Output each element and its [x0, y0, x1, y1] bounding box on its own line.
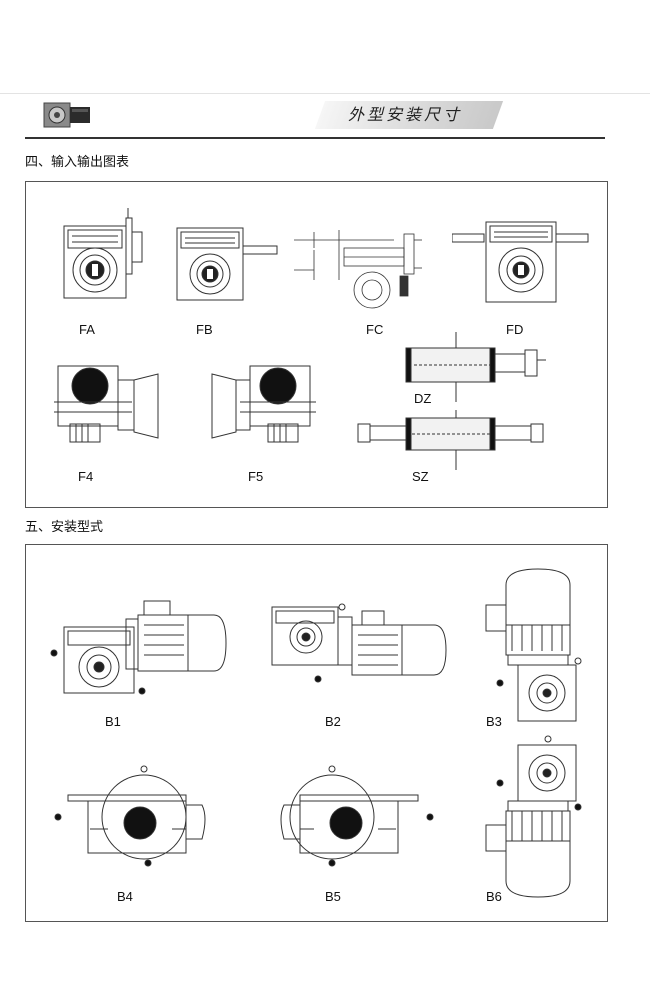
page-title: 外型安装尺寸 [348, 105, 463, 124]
section-heading-mounting: 五、安装型式 [25, 520, 104, 535]
label-b1: B1 [105, 714, 121, 729]
label-fc: FC [366, 322, 384, 337]
label-b5: B5 [325, 889, 341, 904]
label-dz: DZ [414, 391, 432, 406]
diagram-b1 [44, 597, 244, 697]
label-b3: B3 [486, 714, 502, 729]
diagram-b2 [262, 601, 462, 691]
label-f5: F5 [248, 469, 264, 484]
diagram-fd [452, 218, 592, 308]
diagram-fb [173, 224, 283, 304]
diagram-f4 [52, 362, 167, 452]
diagram-dz [404, 332, 554, 402]
label-b2: B2 [325, 714, 341, 729]
diagram-b3 [478, 565, 588, 725]
io-chart-panel: FA FB FC [25, 181, 608, 508]
label-fd: FD [506, 322, 524, 337]
header-rule [25, 137, 605, 139]
diagram-fa [54, 208, 149, 303]
label-sz: SZ [412, 469, 429, 484]
diagram-fc [294, 220, 424, 310]
label-f4: F4 [78, 469, 94, 484]
label-fa: FA [79, 322, 95, 337]
gearbox-logo-icon [42, 99, 94, 129]
diagram-f5 [206, 362, 321, 452]
diagram-b4 [48, 765, 218, 875]
label-b6: B6 [486, 889, 502, 904]
top-rule [0, 93, 650, 94]
label-b4: B4 [117, 889, 133, 904]
diagram-b5 [270, 765, 440, 875]
section-heading-io: 四、输入输出图表 [25, 155, 130, 170]
diagram-b6 [478, 735, 588, 900]
label-fb: FB [196, 322, 213, 337]
mounting-panel: B1 B2 [25, 544, 608, 922]
diagram-sz [348, 410, 553, 470]
